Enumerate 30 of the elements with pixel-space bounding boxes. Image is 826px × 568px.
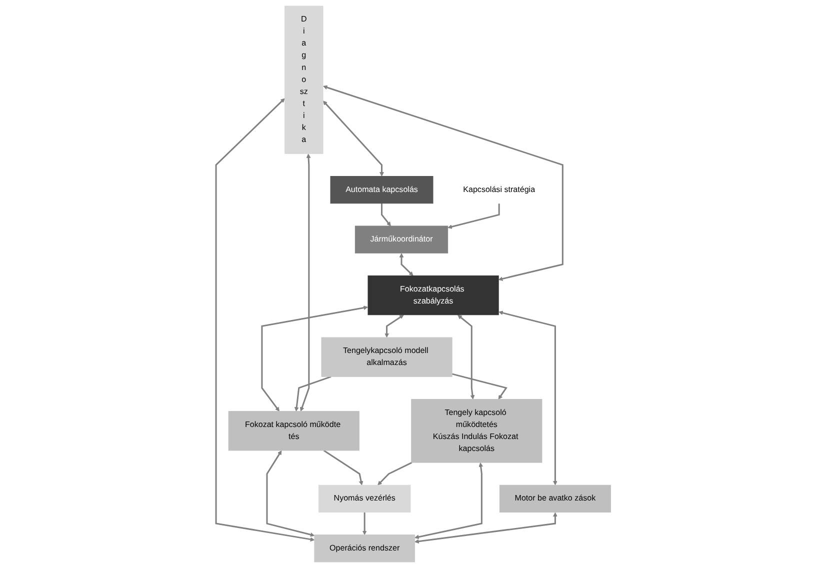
node-box: Nyomás vezérlés: [318, 484, 410, 512]
node-box: Motor be avatko zások: [499, 484, 611, 512]
node-box: Tengelykapcsoló modell alkalmazás: [320, 337, 452, 377]
arrow: [323, 450, 363, 486]
node-box: Automata kapcsolás: [330, 176, 433, 204]
arrow: [398, 253, 413, 276]
arrow: [380, 203, 391, 226]
node-box: Operációs rendszer: [314, 534, 415, 562]
arrow: [457, 314, 474, 400]
arrow: [300, 154, 310, 412]
arrow: [498, 310, 558, 486]
node-box: Fokozatkapcsolás szabályzás: [367, 275, 498, 316]
node-box: Járműkoordinátor: [354, 226, 448, 254]
arrow: [260, 306, 368, 412]
arrow: [447, 203, 500, 229]
arrow: [414, 512, 558, 544]
arrow: [294, 376, 331, 412]
arrow: [214, 98, 314, 542]
arrow: [384, 314, 404, 338]
arrow: [322, 85, 564, 281]
node-box: Fokozat kapcsoló működte tés: [228, 411, 360, 451]
arrow: [377, 462, 412, 486]
node-box: D i a g n o sz t i k a: [284, 6, 323, 154]
node-box: Tengely kapcsoló működtetés Kúszás Indulás Fokozat kapcsolás: [410, 399, 542, 463]
arrow: [322, 100, 384, 176]
arrow: [452, 373, 508, 400]
arrow: [414, 462, 483, 540]
arrow: [362, 512, 366, 536]
node-text: Kapcsolási stratégia: [462, 185, 535, 194]
arrow: [266, 450, 314, 537]
